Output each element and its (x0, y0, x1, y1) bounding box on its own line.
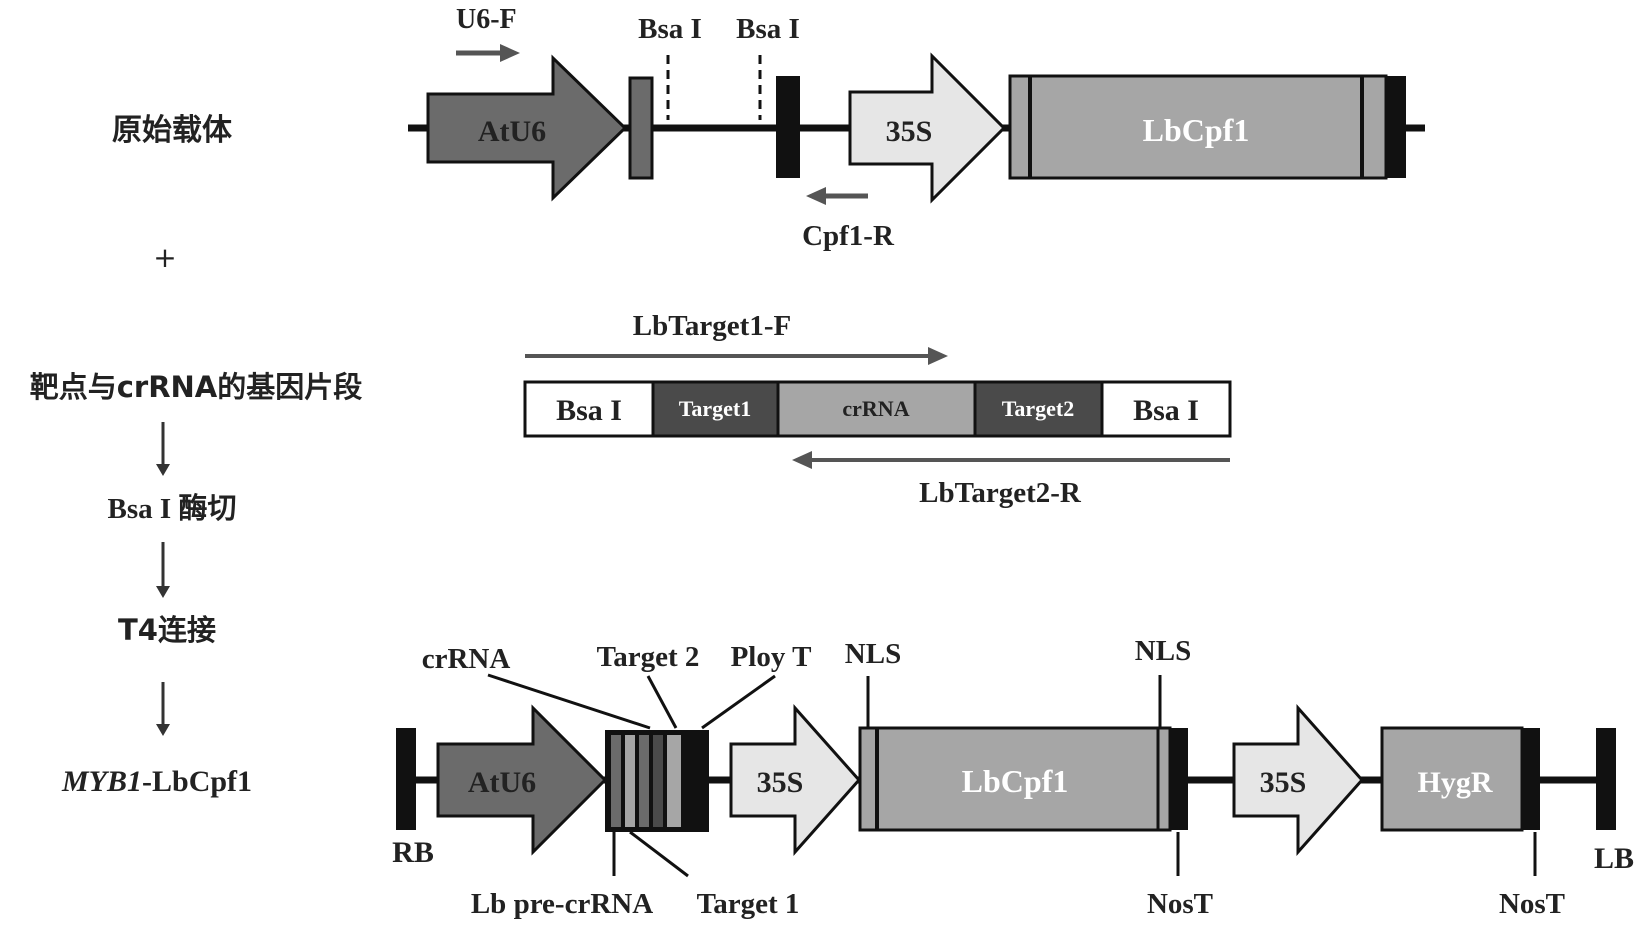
step-final-construct: MYB1-LbCpf1 (61, 765, 252, 798)
step-fragment: 靶点与crRNA的基因片段 (30, 370, 363, 404)
final-atu6-label: AtU6 (468, 766, 536, 799)
final-nost-a-label: NosT (1147, 888, 1213, 920)
rb-label: RB (392, 836, 434, 869)
step-plus: + (153, 241, 176, 274)
workflow-steps: 原始载体 + 靶点与crRNA的基因片段 Bsa I 酶切 T4连接 MYB1-… (30, 113, 363, 798)
p35s-label: 35S (886, 115, 933, 148)
final-suffix: -LbCpf1 (142, 765, 252, 798)
final-nls-left-label: NLS (845, 638, 901, 670)
final-atu6-promoter (436, 704, 608, 856)
final-target1-leader (629, 830, 689, 878)
step-digest: Bsa I 酶切 (108, 492, 237, 525)
final-polyt-leader (701, 674, 776, 730)
final-lbcpf1-label: LbCpf1 (962, 763, 1069, 799)
final-p35s-b-promoter (1232, 704, 1365, 856)
primer-u6f-arrow (456, 44, 520, 62)
final-target2-leader (646, 675, 678, 729)
insert-target1-label: Target1 (679, 396, 752, 421)
final-polyt-label: Ploy T (731, 641, 812, 673)
spacer-block (776, 76, 800, 178)
lb-border (1596, 728, 1616, 830)
flow-arrow-1 (156, 422, 170, 476)
final-pre-crrna-label: Lb pre-crRNA (471, 888, 653, 920)
primer-lbtarget1f-arrow (525, 347, 948, 365)
final-p35s-a-label: 35S (757, 766, 804, 799)
insert-target2-label: Target2 (1002, 396, 1075, 421)
insert-bsa-right (1100, 380, 1232, 438)
final-nost-b-label: NosT (1499, 888, 1565, 920)
final-p35s-a-promoter (729, 704, 862, 856)
flow-arrow-2 (156, 542, 170, 598)
original-vector: U6-F AtU6 Bsa I Bsa I 35S LbCpf1 (408, 4, 1425, 252)
final-hygr-gene (1380, 726, 1540, 832)
final-target1-label: Target 1 (697, 888, 800, 920)
final-lbcpf1-gene (858, 726, 1188, 832)
insert-target1 (651, 380, 780, 438)
primer-lbtarget1f-label: LbTarget1-F (633, 310, 791, 342)
atu6-label: AtU6 (478, 115, 546, 148)
primer-cpf1r-arrow (806, 187, 868, 205)
lbcpf1-gene (1008, 74, 1406, 180)
rb-border (396, 728, 416, 830)
atu6-promoter (426, 54, 628, 202)
final-p35s-b-label: 35S (1260, 766, 1307, 799)
final-target2-label: Target 2 (597, 641, 700, 673)
primer-lbtarget2r-arrow (792, 451, 1230, 469)
bsa-site-1-label: Bsa I (638, 13, 702, 45)
insert-target2 (973, 380, 1104, 438)
final-hygr-label: HygR (1418, 766, 1493, 799)
lb-label: LB (1594, 842, 1634, 875)
insert-bsa-right-label: Bsa I (1133, 394, 1199, 427)
insert-bsa-left (523, 380, 655, 438)
scaffold-box (628, 76, 654, 180)
insert-fragment: LbTarget1-F Bsa I Target1 crRNA Target2 … (523, 310, 1232, 509)
step-original-vector: 原始载体 (112, 113, 233, 148)
final-gene-name: MYB1 (61, 765, 142, 798)
step-ligation: T4连接 (118, 613, 216, 647)
bsa-site-2-label: Bsa I (736, 13, 800, 45)
p35s-promoter (848, 52, 1007, 204)
insert-crrna-label: crRNA (842, 396, 909, 421)
primer-lbtarget2r-label: LbTarget2-R (919, 477, 1082, 509)
final-vector: RB AtU6 crRNA Target 2 Ploy T Lb pre-crR… (392, 635, 1634, 920)
lbcpf1-label: LbCpf1 (1143, 112, 1250, 148)
final-crrna-label: crRNA (422, 643, 511, 675)
final-crrna-leader (487, 673, 651, 730)
primer-cpf1r-label: Cpf1-R (802, 220, 895, 252)
primer-u6f-label: U6-F (456, 4, 517, 35)
insert-bsa-left-label: Bsa I (556, 394, 622, 427)
final-nls-right-label: NLS (1135, 635, 1191, 667)
crrna-array (605, 730, 709, 832)
flow-arrow-3 (156, 682, 170, 736)
